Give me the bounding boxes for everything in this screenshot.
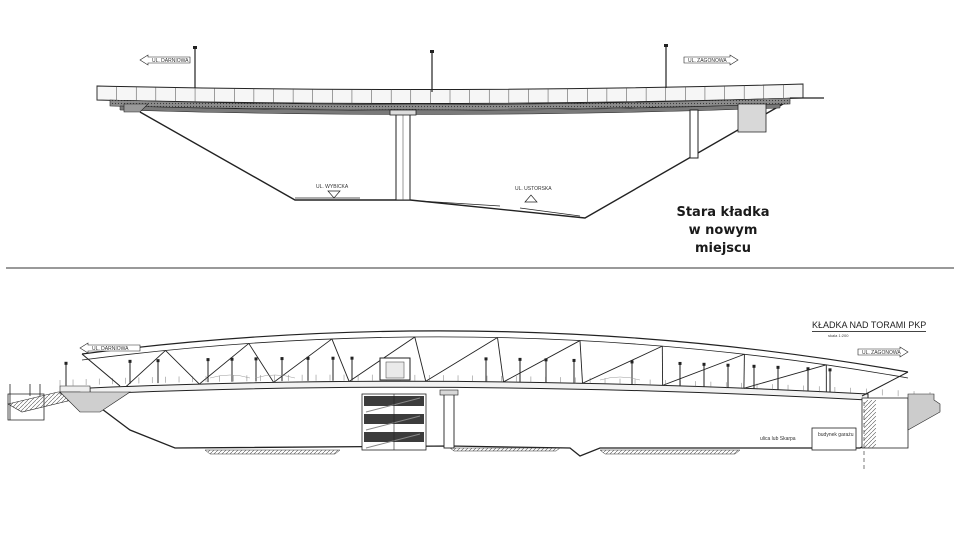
top-deck bbox=[96, 83, 804, 115]
bottom-lamp-posts bbox=[64, 356, 832, 393]
top-lamp-posts bbox=[194, 46, 667, 92]
bottom-garage-building: budynek garażu ulica lub Skarpa bbox=[760, 427, 857, 451]
top-street-label-1: UL. WYBICKA bbox=[316, 184, 349, 190]
top-elevation: UL. DARNIOWA UL. ZAGONOWA UL. WYBICKA UL… bbox=[96, 44, 824, 219]
top-street-marker-1: UL. WYBICKA bbox=[316, 184, 349, 199]
bottom-deck-lights bbox=[209, 374, 641, 381]
bottom-elevation: budynek garażu ulica lub Skarpa UL. DARN… bbox=[7, 330, 941, 470]
top-street-label-2: UL. USTORSKA bbox=[515, 186, 552, 192]
bottom-track-ballast-1 bbox=[204, 449, 341, 455]
bottom-truss-diagonals bbox=[125, 336, 827, 392]
bottom-right-abutment bbox=[861, 393, 941, 470]
top-railing-posts bbox=[96, 84, 804, 104]
bottom-sign-left: UL. DARNIOWA bbox=[79, 342, 141, 354]
bottom-center-column bbox=[443, 393, 455, 449]
bottom-sign-left-text: UL. DARNIOWA bbox=[92, 346, 129, 352]
top-sign-left-text: UL. DARNIOWA bbox=[152, 58, 189, 64]
bottom-drawing-scale: skala 1:200 bbox=[828, 333, 849, 338]
top-street-marker-2: UL. USTORSKA bbox=[515, 186, 552, 203]
bottom-deck bbox=[89, 380, 869, 401]
bottom-drawing-title: KŁADKA NAD TORAMI PKP bbox=[812, 320, 927, 332]
top-right-pier bbox=[689, 109, 699, 159]
top-sign-right: UL. ZAGONOWA bbox=[683, 54, 739, 66]
bottom-sign-right-text: UL. ZAGONOWA bbox=[862, 350, 901, 356]
top-road-surface bbox=[295, 197, 581, 217]
top-sign-right-text: UL. ZAGONOWA bbox=[688, 58, 727, 64]
caption-line-2: w nowym miejscu bbox=[688, 223, 758, 256]
bottom-track-ballast-2 bbox=[599, 449, 741, 455]
bottom-street-label: ulica lub Skarpa bbox=[760, 436, 796, 442]
bottom-left-stairs bbox=[7, 384, 131, 421]
bottom-arch-chord bbox=[81, 330, 909, 373]
bottom-stair-tower bbox=[361, 357, 427, 451]
top-right-abutment bbox=[737, 103, 767, 133]
bottom-sign-right: UL. ZAGONOWA bbox=[857, 346, 909, 358]
caption-line-1: Stara kładka bbox=[676, 205, 770, 220]
bottom-garage-label: budynek garażu bbox=[818, 432, 854, 438]
top-left-abutment bbox=[123, 103, 149, 113]
top-sign-left: UL. DARNIOWA bbox=[139, 54, 191, 66]
bottom-track-ballast-3 bbox=[449, 447, 561, 452]
top-pier-cap bbox=[389, 109, 417, 116]
